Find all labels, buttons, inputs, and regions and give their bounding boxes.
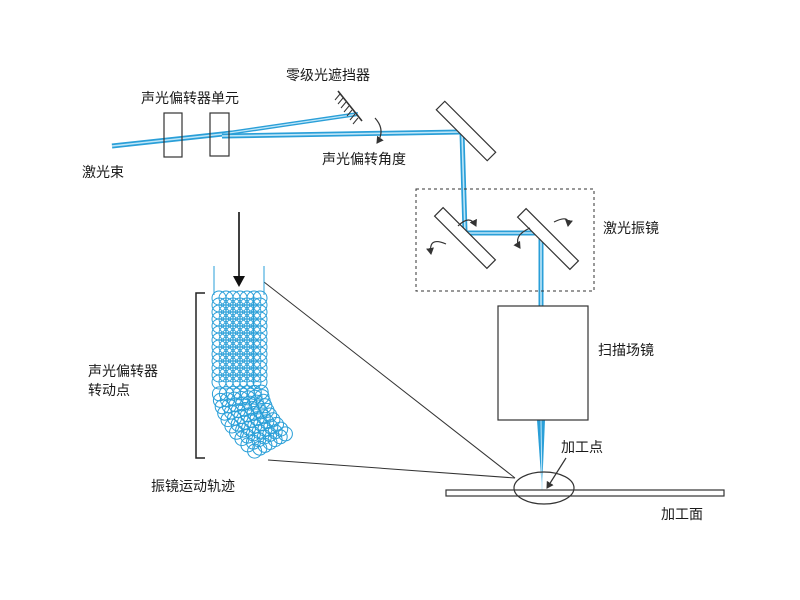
galvo1-rotation-arrow-a [426,241,447,255]
trajectory-circle [246,384,262,400]
processing-point-label: 加工点 [561,440,603,456]
aod-rotation-point-label: 声光偏转器 转动点 [88,364,158,399]
aod-crystal-1 [163,112,183,158]
scan-lens-box [497,305,589,421]
galvo-mirror-2 [516,207,580,271]
processing-point-pointer [546,457,567,489]
zoom-line-top [263,281,516,479]
trajectory-circle [265,412,281,428]
galvo-mirror-1 [433,206,497,270]
galvo-mirror-label: 激光振镜 [603,221,659,237]
galvo1-rotation-arrow-b [457,218,477,227]
deflection-angle-arrow [374,117,384,144]
trajectory-circle [239,374,255,390]
galvo-mirror-frame [415,188,595,292]
processing-surface-plate [445,489,725,497]
zero-order-block-icon [334,90,363,125]
trajectory-circle [247,389,263,405]
zoom-line-bottom [267,459,516,479]
scan-lens-label: 扫描场镜 [598,343,654,359]
galvo2-rotation-arrow-b [513,227,531,249]
fixed-mirror [435,100,497,162]
deflection-angle-label: 声光偏转角度 [322,152,406,168]
galvo-trajectory-label: 振镜运动轨迹 [151,479,235,495]
galvo-trajectory-circles [211,290,293,459]
trajectory-circle [253,384,269,400]
trajectory-circle [277,426,293,442]
laser-beam-input [111,130,233,149]
rotation-point-bracket [195,292,205,459]
beam-mirror1-to-galvo1 [459,132,468,233]
first-order-beam [221,129,461,139]
processing-point-ellipse [513,471,575,505]
aod-crystal-2 [209,112,230,157]
focused-beam [537,419,545,491]
trajectory-circle [255,409,271,425]
aod-unit-label: 声光偏转器单元 [141,91,239,107]
processing-surface-label: 加工面 [661,507,703,523]
trajectory-circle [246,374,262,390]
galvo2-rotation-arrow-a [553,218,573,227]
zero-order-block-label: 零级光遮挡器 [286,68,370,84]
trajectory-circle [259,414,275,430]
laser-beam-label: 激光束 [82,165,124,181]
trajectory-circle [252,440,268,456]
zero-order-beam [221,112,359,136]
